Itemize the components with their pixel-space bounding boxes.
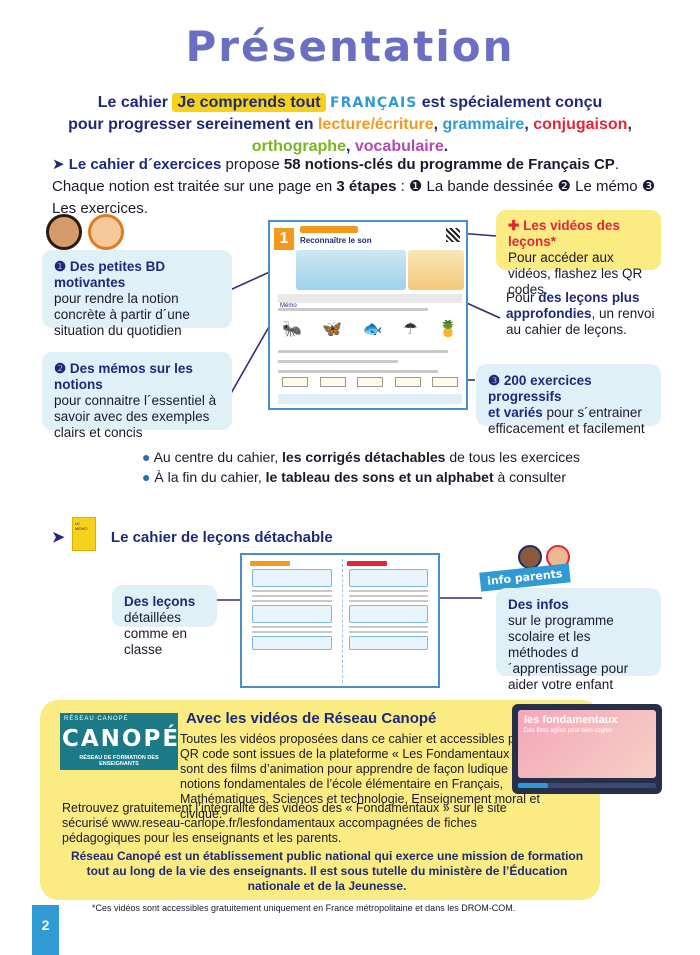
intro-part1: Le cahier [97,94,168,111]
list-item: ● Au centre du cahier, les corrigés déta… [142,449,581,465]
exercise-line [278,370,438,373]
bullet-icon: ● [142,469,151,485]
page-title: Présentation [185,22,515,71]
canope-mission: Réseau Canopé est un établissement publi… [70,849,584,893]
lesson-page-left [246,559,338,683]
video-subtitle: Des films agiles pour bien cogiter [524,728,613,734]
callout-deeper-lessons: Pour des leçons plus approfondies, un re… [506,290,655,337]
callout-exercices: ❸ 200 exercices progressifs et variés po… [476,364,661,436]
lesson-title: Reconnaître le son [300,236,372,245]
exercise-line [278,308,428,311]
pineapple-icon: 🍍 [438,321,458,338]
video-progress-fill [518,783,548,788]
page-number: 2 [32,905,59,955]
plus-icon: ✚ [508,218,520,233]
subject-name: FRANÇAIS [330,95,418,111]
skill-conjugaison: conjugaison [533,116,628,133]
callout-lessons: Des leçons détaillées comme en classe [112,585,217,657]
lessons-book-spread [240,553,440,688]
memo-bar: Mémo [278,294,462,309]
arrow-icon: ➤ [52,156,65,173]
canope-logo: RÉSEAU CANOPÉ CANOPÉ RÉSEAU DE FORMATION… [60,713,178,770]
video-title: les fondamentaux [524,714,618,726]
comic-strip [296,250,406,290]
skill-vocabulaire: vocabulaire [354,138,444,155]
exercise-line [278,350,448,353]
parent-face-icon [518,545,542,569]
callout-parents-info: Des infos sur le programme scolaire et l… [496,588,661,692]
canope-title: Avec les vidéos de Réseau Canopé [186,710,437,727]
comic-strip-panel [408,250,464,290]
label-boxes [282,377,458,389]
umbrella-icon: ☂ [403,321,418,338]
lessons-book-heading: ➤ Le cahier de leçons détachable [52,529,333,546]
girl-face-icon [46,214,82,250]
qr-code-icon [446,228,460,242]
callout-videos: ✚ Les vidéos des leçons* Pour accéder au… [496,210,661,297]
fondamentaux-video-thumbnail[interactable]: les fondamentaux Des films agiles pour b… [512,704,662,794]
canope-website-info: Retrouvez gratuitement l’intégralité des… [62,801,507,845]
child-characters-illustration [42,210,132,252]
callout-bd: ❶ Des petites BD motivantes pour rendre … [42,250,232,338]
exercise-pictures: 🐜 🦋 🐟 ☂ 🍍 [282,314,458,344]
collection-name: Je comprends tout [172,93,326,112]
workbook-page-preview: 1 Reconnaître le son Mémo 🐜 🦋 🐟 ☂ 🍍 [268,220,468,410]
exercise-line [278,360,398,363]
exercise-book-description: ➤ Le cahier d´exercices propose 58 notio… [52,156,656,217]
arrow-icon: ➤ [52,529,65,546]
video-progress-track[interactable] [518,783,656,788]
skill-grammaire: grammaire [442,116,525,133]
canope-description: Toutes les vidéos proposées dans ce cahi… [180,732,544,821]
lessons-booklet-icon: LE MÉMO [72,517,96,551]
lesson-number: 1 [274,228,294,250]
intro-part2: est spécialement conçu [421,94,603,111]
ant-icon: 🐜 [282,321,302,338]
callout-memos: ❷ Des mémos sur les notions pour connait… [42,352,232,440]
skill-lecture: lecture/écriture [317,116,434,133]
video-poster [518,710,656,778]
bullet-icon: ● [142,449,151,465]
butterfly-icon: 🦋 [322,321,343,338]
extra-features-list: ● Au centre du cahier, les corrigés déta… [142,447,662,487]
fish-icon: 🐟 [362,321,383,338]
intro-line2: pour progresser sereinement en [68,116,314,133]
skill-orthographe: orthographe [251,138,346,155]
list-item: ● À la fin du cahier, le tableau des son… [142,469,566,485]
footnote: *Ces vidéos sont accessibles gratuitemen… [92,903,516,913]
lesson-page-right [342,559,434,683]
intro-text: Le cahier Je comprends tout FRANÇAIS est… [68,93,632,155]
lesson-tag [300,226,358,233]
boy-face-icon [88,214,124,250]
lesson-footer [278,394,462,404]
